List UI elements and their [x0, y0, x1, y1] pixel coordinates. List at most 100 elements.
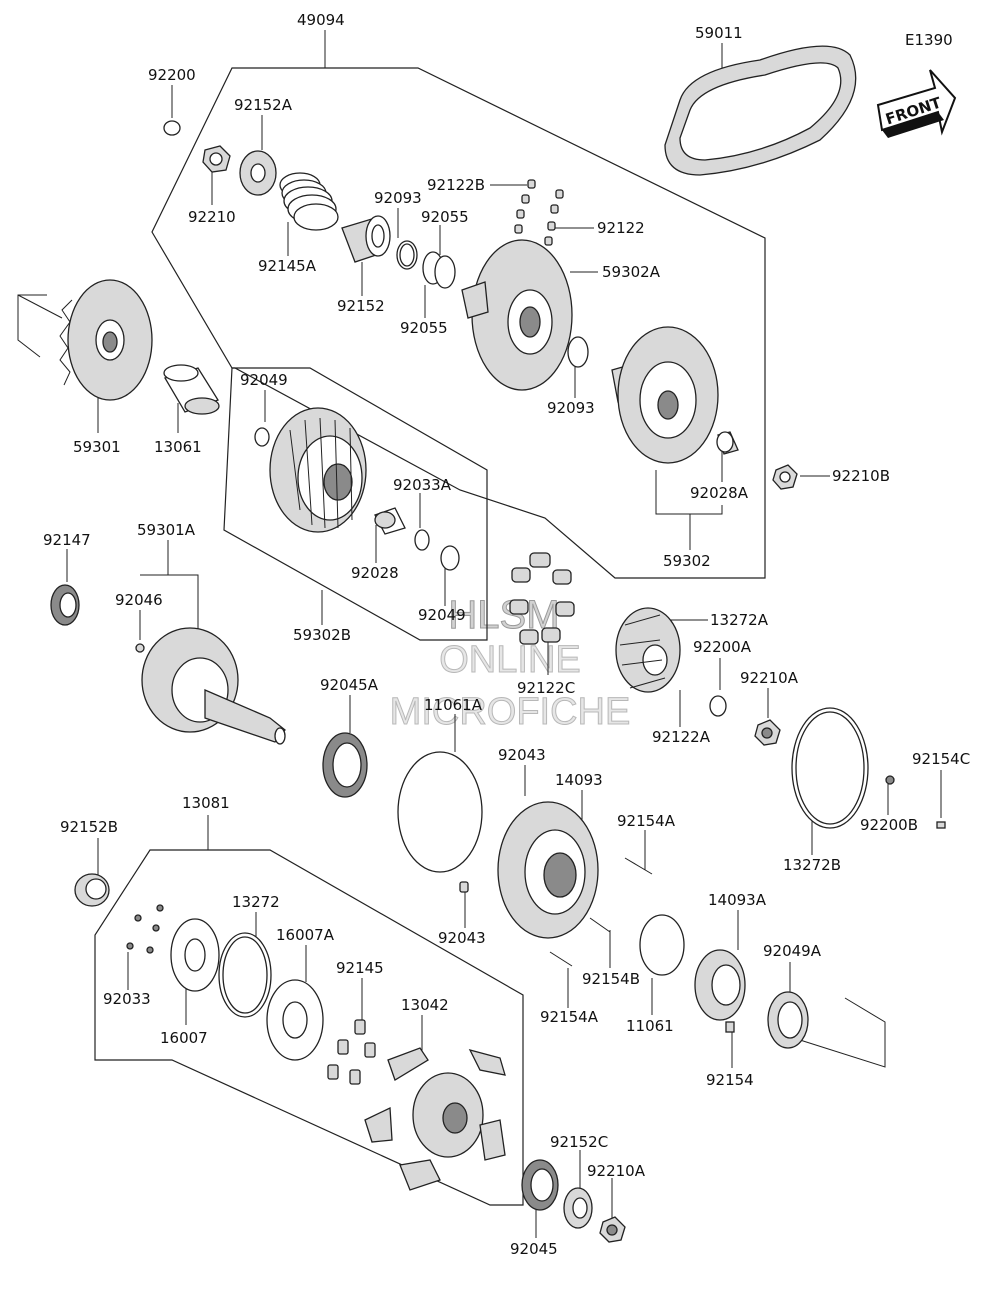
o-ring-11061 — [639, 914, 685, 976]
drive-belt-59011 — [664, 45, 857, 176]
label-92154A-top[interactable]: 92154A — [617, 812, 676, 830]
bushing-92028A — [716, 431, 739, 455]
label-59011[interactable]: 59011 — [695, 24, 743, 42]
ring-92049-top — [254, 427, 270, 447]
ring-92033A — [414, 529, 430, 551]
label-92043-top[interactable]: 92043 — [498, 746, 546, 764]
label-92152B[interactable]: 92152B — [60, 818, 118, 836]
label-13081[interactable]: 13081 — [182, 794, 230, 812]
bolt-92154B — [589, 917, 611, 933]
nut-92210 — [202, 145, 231, 173]
label-92033A[interactable]: 92033A — [393, 476, 452, 494]
label-59302B[interactable]: 59302B — [293, 626, 351, 644]
part-drawings: FRONT — [50, 45, 957, 1243]
label-59302[interactable]: 59302 — [663, 552, 711, 570]
label-92152A[interactable]: 92152A — [234, 96, 293, 114]
collar-92152 — [341, 215, 391, 263]
label-13272B[interactable]: 13272B — [783, 856, 841, 874]
sheave-59301 — [59, 279, 153, 401]
label-92028[interactable]: 92028 — [351, 564, 399, 582]
label-92049-top[interactable]: 92049 — [240, 371, 288, 389]
group-outlines — [17, 67, 886, 1206]
label-92055-bottom[interactable]: 92055 — [400, 319, 448, 337]
label-92045[interactable]: 92045 — [510, 1240, 558, 1258]
nut-92210A-bottom — [599, 1216, 626, 1243]
nut-92210A-top — [754, 719, 781, 746]
seal-92049A — [767, 991, 809, 1049]
pin-92046 — [135, 643, 145, 653]
fixed-sheave-59302 — [611, 326, 719, 464]
label-49094[interactable]: 49094 — [297, 11, 345, 29]
label-92210B[interactable]: 92210B — [832, 467, 890, 485]
label-92049A[interactable]: 92049A — [763, 942, 822, 960]
label-92200B[interactable]: 92200B — [860, 816, 918, 834]
label-59301[interactable]: 59301 — [73, 438, 121, 456]
gasket-13272B — [791, 707, 869, 829]
label-92210A-top[interactable]: 92210A — [740, 669, 799, 687]
rollers-92122C — [509, 552, 575, 645]
pins-92122 — [514, 179, 564, 246]
watermark-line-1: HLSM — [448, 593, 559, 637]
weights-13042 — [364, 1047, 506, 1191]
label-14093A[interactable]: 14093A — [708, 891, 767, 909]
cap-14093A — [694, 949, 746, 1021]
label-92152[interactable]: 92152 — [337, 297, 385, 315]
label-92145[interactable]: 92145 — [336, 959, 384, 977]
clutch-shaft-59301A — [141, 627, 286, 745]
label-16007A[interactable]: 16007A — [276, 926, 335, 944]
label-92154[interactable]: 92154 — [706, 1071, 754, 1089]
bolt-92154A-a — [624, 857, 653, 875]
oil-seal-92045 — [521, 1159, 559, 1211]
label-92152C[interactable]: 92152C — [550, 1133, 608, 1151]
spider-housing-59302B — [269, 407, 367, 533]
bearing-92147 — [50, 584, 80, 626]
label-92122A[interactable]: 92122A — [652, 728, 711, 746]
label-92154B[interactable]: 92154B — [582, 970, 640, 988]
label-92122C[interactable]: 92122C — [517, 679, 575, 697]
movable-sheave-59302A — [461, 239, 573, 391]
group-outline-13081 — [94, 849, 524, 1206]
gasket-11061A — [397, 751, 483, 873]
ring-92093-bottom — [567, 336, 589, 368]
front-arrow-icon: FRONT — [876, 69, 957, 138]
clips-92033 — [126, 904, 164, 954]
washer-92152A — [239, 150, 277, 196]
label-92122B[interactable]: 92122B — [427, 176, 485, 194]
label-92055-top[interactable]: 92055 — [421, 208, 469, 226]
label-11061[interactable]: 11061 — [626, 1017, 674, 1035]
label-92210A-bottom[interactable]: 92210A — [587, 1162, 646, 1180]
group-outline-92049A — [799, 997, 886, 1068]
label-92049-bottom[interactable]: 92049 — [418, 606, 466, 624]
label-13272A[interactable]: 13272A — [710, 611, 769, 629]
label-92210[interactable]: 92210 — [188, 208, 236, 226]
label-92045A[interactable]: 92045A — [320, 676, 379, 694]
dowel-92043-b — [459, 881, 469, 893]
label-92154A-bottom[interactable]: 92154A — [540, 1008, 599, 1026]
label-92122[interactable]: 92122 — [597, 219, 645, 237]
label-92145A[interactable]: 92145A — [258, 257, 317, 275]
label-14093[interactable]: 14093 — [555, 771, 603, 789]
label-59302A[interactable]: 59302A — [602, 263, 661, 281]
label-92093-bottom[interactable]: 92093 — [547, 399, 595, 417]
fan-13272A — [615, 607, 681, 693]
label-92154C[interactable]: 92154C — [912, 750, 970, 768]
label-92043-bottom[interactable]: 92043 — [438, 929, 486, 947]
label-59301A[interactable]: 59301A — [137, 521, 196, 539]
label-92200A[interactable]: 92200A — [693, 638, 752, 656]
label-13061[interactable]: 13061 — [154, 438, 202, 456]
label-11061A[interactable]: 11061A — [424, 696, 483, 714]
label-13272[interactable]: 13272 — [232, 893, 280, 911]
spring-92145A — [279, 172, 339, 231]
collar-92152C — [563, 1187, 593, 1229]
label-92093-top[interactable]: 92093 — [374, 189, 422, 207]
ring-92200 — [163, 120, 181, 136]
bolt-92154 — [725, 1021, 735, 1033]
label-92028A[interactable]: 92028A — [690, 484, 749, 502]
label-92200[interactable]: 92200 — [148, 66, 196, 84]
label-16007[interactable]: 16007 — [160, 1029, 208, 1047]
label-13042[interactable]: 13042 — [401, 996, 449, 1014]
label-92033[interactable]: 92033 — [103, 990, 151, 1008]
label-92046[interactable]: 92046 — [115, 591, 163, 609]
label-92147[interactable]: 92147 — [43, 531, 91, 549]
cover-14093 — [497, 801, 599, 939]
